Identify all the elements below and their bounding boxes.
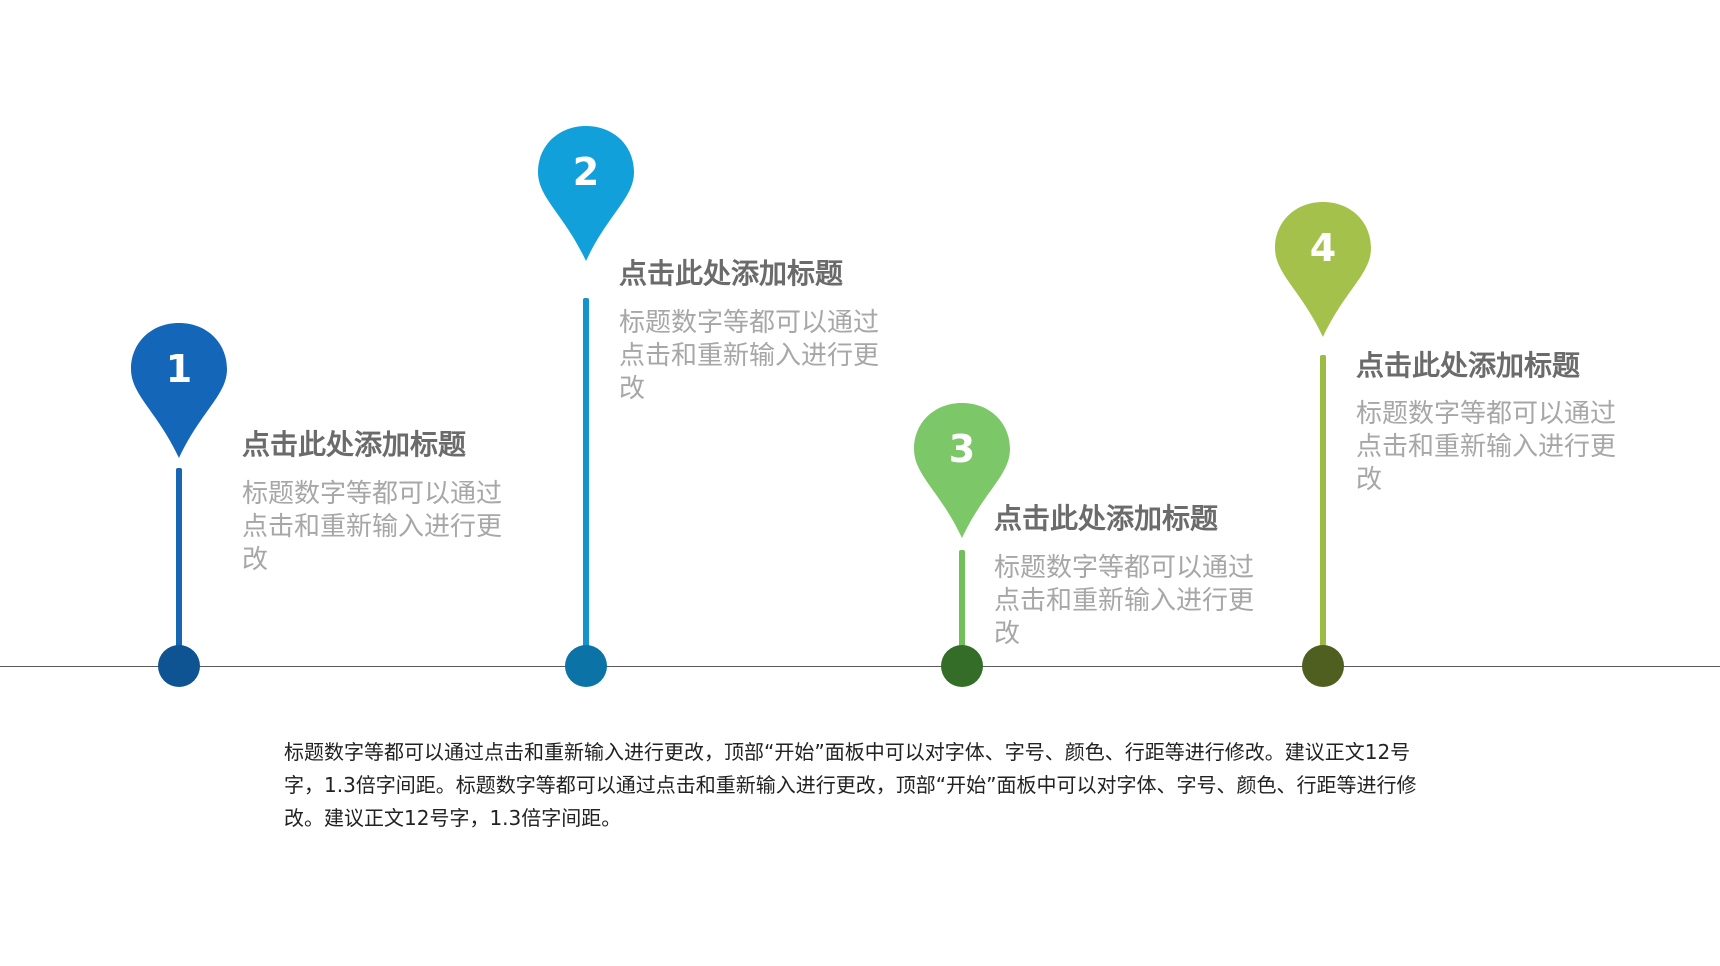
- step-2-pin-marker: 2: [534, 122, 638, 265]
- timeline-axis: [0, 666, 1720, 667]
- step-2-stem: [583, 298, 589, 666]
- step-1-stem: [176, 468, 182, 666]
- step-4-number: 4: [1309, 226, 1337, 270]
- body-paragraph[interactable]: 标题数字等都可以通过点击和重新输入进行更改，顶部“开始”面板中可以对字体、字号、…: [284, 740, 1417, 830]
- step-2-title[interactable]: 点击此处添加标题: [619, 257, 844, 290]
- step-2-number: 2: [572, 150, 600, 194]
- step-4-title[interactable]: 点击此处添加标题: [1356, 349, 1581, 382]
- step-1-anchor-dot: [158, 645, 200, 687]
- step-4-anchor-dot: [1302, 645, 1344, 687]
- step-3-number: 3: [948, 427, 976, 471]
- step-3-stem: [959, 550, 965, 666]
- step-1-number: 1: [165, 347, 193, 391]
- step-3-pin-marker: 3: [910, 399, 1014, 542]
- step-4-description[interactable]: 标题数字等都可以通过点击和重新输入进行更改: [1356, 399, 1617, 495]
- step-1-pin-marker: 1: [127, 319, 231, 462]
- step-2-anchor-dot: [565, 645, 607, 687]
- step-1-description[interactable]: 标题数字等都可以通过点击和重新输入进行更改: [242, 479, 503, 575]
- step-1-title[interactable]: 点击此处添加标题: [242, 428, 467, 461]
- step-2-description[interactable]: 标题数字等都可以通过点击和重新输入进行更改: [619, 308, 880, 404]
- step-4-pin-marker: 4: [1271, 198, 1375, 341]
- step-3-anchor-dot: [941, 645, 983, 687]
- step-3-description[interactable]: 标题数字等都可以通过点击和重新输入进行更改: [994, 553, 1255, 649]
- step-3-title[interactable]: 点击此处添加标题: [994, 502, 1219, 535]
- step-4-stem: [1320, 355, 1326, 666]
